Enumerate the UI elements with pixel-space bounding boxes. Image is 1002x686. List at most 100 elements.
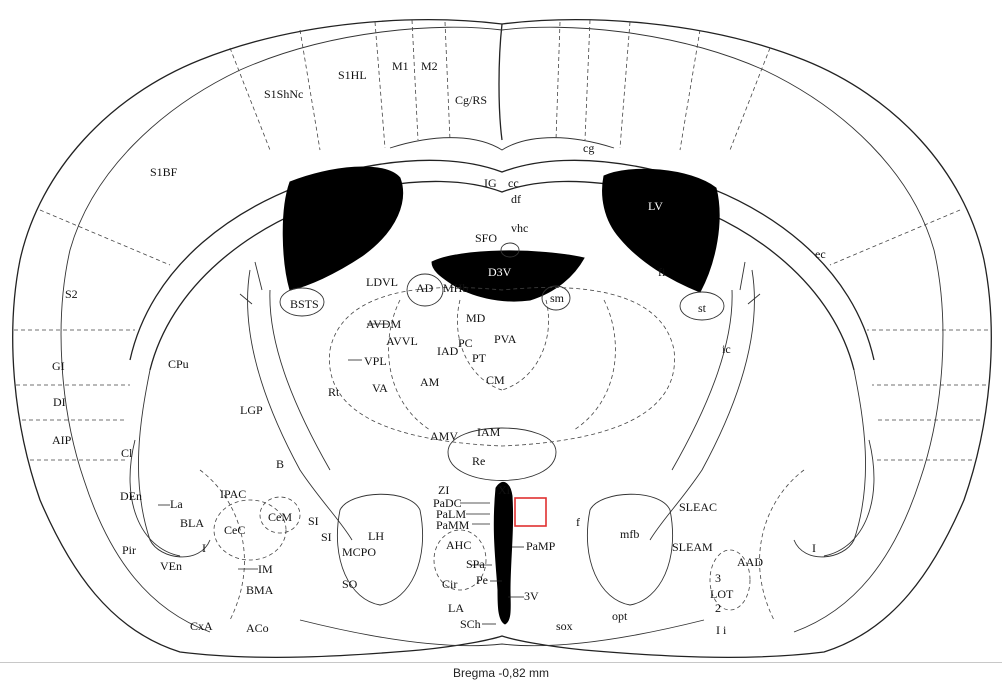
label-sleam: SLEAM [672,540,713,554]
label-so: SO [342,577,358,591]
label-den: DEn [120,489,142,503]
label-lh: LH [368,529,384,543]
label-ahc: AHC [446,538,471,552]
label-s1shnc: S1ShNc [264,87,303,101]
label-ic: ic [722,342,731,356]
label-ig: IG [484,176,497,190]
label-lgp: LGP [240,403,263,417]
inner-cortex-line [60,26,503,633]
label-va: VA [372,381,388,395]
label-s1hl: S1HL [338,68,367,82]
label-ldvl: LDVL [366,275,398,289]
cortical-boundaries [14,19,988,461]
label-sleac: SLEAC [679,500,717,514]
label-avvl: AVVL [386,334,418,348]
label-md: MD [466,311,486,325]
bregma-caption: Bregma -0,82 mm [452,666,550,680]
label-pamm: PaMM [436,518,470,532]
label-fi: fi [658,265,666,279]
label-bma: BMA [246,583,274,597]
label-opt: opt [612,609,628,623]
label-ven: VEn [160,559,182,573]
label-lot: LOT [710,587,734,601]
label-m2: M2 [421,59,438,73]
label-two: 2 [715,601,721,615]
label-aip: AIP [52,433,72,447]
label-aco: ACo [246,621,269,635]
label-cc: cc [508,176,519,190]
label-ad: AD [416,281,434,295]
label-mhb: MHb [443,281,468,295]
label-threev: 3V [524,589,539,603]
highlight-box [514,497,547,527]
label-re: Re [472,454,485,468]
label-pt: PT [472,351,487,365]
subcortical-outlines [129,242,875,647]
label-bsts: BSTS [290,297,319,311]
label-ipac: IPAC [220,487,246,501]
label-i2: I [202,541,206,555]
label-cir: Cir [442,577,457,591]
label-cec: CeC [224,523,245,537]
label-cg: cg [583,141,594,155]
label-st: st [698,301,707,315]
label-cxa: CxA [190,619,213,633]
third-ventricle [493,481,514,625]
label-zi: ZI [438,483,449,497]
lateral-ventricle-left [282,166,404,291]
corpus-callosum-inner [149,180,855,371]
label-pamp: PaMP [526,539,556,553]
label-mcpo: MCPO [342,545,376,559]
label-ec: ec [815,247,826,261]
label-avdm: AVDM [366,317,401,331]
label-cpu: CPu [168,357,189,371]
label-sfo: SFO [475,231,497,245]
label-three: 3 [715,571,721,585]
label-cl: Cl [121,446,133,460]
dorsal-third-ventricle [431,250,585,302]
label-pva: PVA [494,332,517,346]
label-gi: GI [52,359,65,373]
label-i1: I [812,541,816,555]
leader-lines [158,323,524,625]
label-spa: SPa [466,557,485,571]
label-iad: IAD [437,344,459,358]
label-s1bf: S1BF [150,165,178,179]
label-im: IM [258,562,273,576]
label-rt: Rt [328,385,340,399]
label-f: f [576,515,580,529]
brain-outline [12,19,992,658]
label-cem: CeM [268,510,292,524]
label-vhc: vhc [511,221,528,235]
label-la: La [170,497,183,511]
label-b: B [276,457,284,471]
label-pe: Pe [476,573,488,587]
label-palm: PaLM [436,507,466,521]
caption-divider [0,662,1002,663]
label-s2: S2 [65,287,78,301]
label-lv: LV [648,199,663,213]
label-df: df [511,192,521,206]
label-pir: Pir [122,543,136,557]
label-bla: BLA [180,516,204,530]
label-cgrs: Cg/RS [455,93,487,107]
label-sox: sox [556,619,573,633]
label-pc: PC [458,336,473,350]
corpus-callosum [129,159,875,361]
label-iam: IAM [477,425,501,439]
region-labels: S1ShNc S1HL M1 M2 Cg/RS S1BF S2 GI DI AI… [52,59,826,637]
label-mfb: mfb [620,527,639,541]
label-ii: I i [716,623,727,637]
inner-cortex-line-right [501,26,944,633]
label-si1: SI [308,514,319,528]
label-xi: Xi [498,483,511,497]
label-am: AM [420,375,440,389]
label-cm: CM [486,373,505,387]
label-aad: AAD [737,555,763,569]
label-sm: sm [550,291,565,305]
label-amv: AMV [430,429,458,443]
label-la2: LA [448,601,464,615]
label-d3v: D3V [488,265,512,279]
label-sch: SCh [460,617,481,631]
label-vpl: VPL [364,354,387,368]
